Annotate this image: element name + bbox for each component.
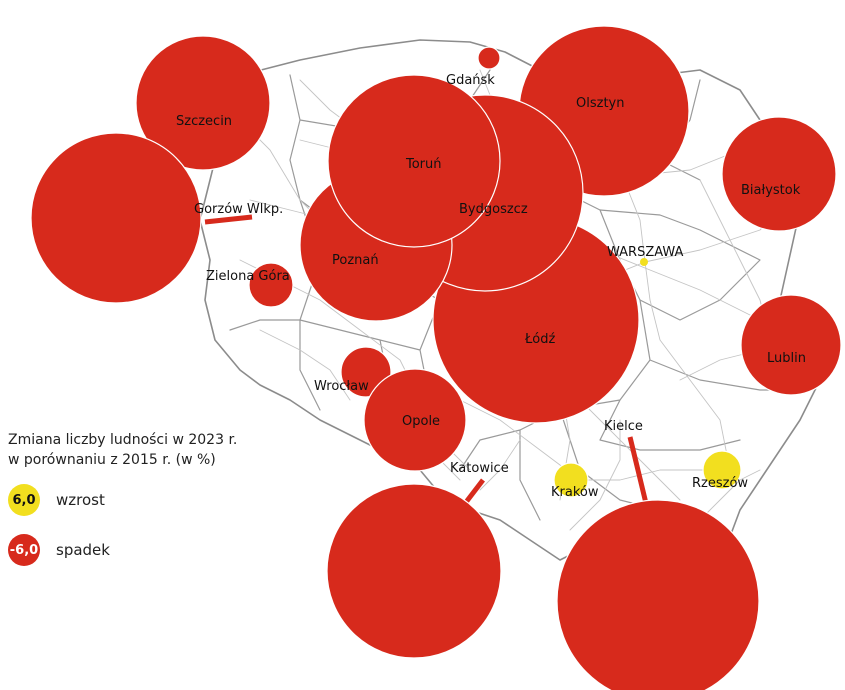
label-kielce: Kielce: [604, 419, 643, 434]
label-gorzow: Gorzów Wlkp.: [194, 202, 283, 217]
label-krakow: Kraków: [551, 485, 599, 500]
legend-row-increase: 6,0 wzrost: [8, 484, 328, 516]
label-lodz: Łódź: [524, 332, 556, 347]
label-rzeszow: Rzeszów: [692, 476, 748, 491]
legend-swatch-increase: 6,0: [8, 484, 40, 516]
label-lublin: Lublin: [767, 351, 806, 366]
bubble-gdansk[interactable]: [477, 46, 501, 70]
label-bydgoszcz: Bydgoszcz: [459, 202, 528, 217]
label-zielona-gora: Zielona Góra: [206, 269, 290, 284]
legend-label-decrease: spadek: [56, 541, 110, 559]
legend-row-decrease: -6,0 spadek: [8, 534, 328, 566]
legend-label-increase: wzrost: [56, 491, 105, 509]
bubble-opole[interactable]: [363, 368, 467, 472]
leader-gorzow: [204, 214, 253, 225]
legend-title-line1: Zmiana liczby ludności w 2023 r.: [8, 432, 238, 448]
bubble-gorzow[interactable]: [30, 132, 202, 304]
bubble-layer: [30, 25, 842, 690]
bubble-katowice[interactable]: [326, 483, 502, 659]
label-wroclaw: Wrocław: [314, 379, 369, 394]
label-poznan: Poznań: [332, 253, 379, 268]
bubble-lublin[interactable]: [740, 294, 842, 396]
label-opole: Opole: [402, 414, 440, 429]
city-labels: Gdańsk Szczecin Olsztyn Toruń Bydgoszcz …: [176, 73, 806, 500]
bubble-rzeszow[interactable]: [702, 450, 742, 490]
bubble-warszawa[interactable]: [640, 258, 648, 266]
bubble-kielce[interactable]: [556, 499, 760, 690]
bubble-krakow[interactable]: [553, 462, 589, 498]
label-gdansk: Gdańsk: [446, 73, 495, 88]
bubble-zielona-gora[interactable]: [248, 262, 294, 308]
bubble-szczecin[interactable]: [135, 35, 271, 171]
label-olsztyn: Olsztyn: [576, 96, 624, 111]
label-torun: Toruń: [405, 157, 442, 172]
label-bialystok: Białystok: [741, 183, 801, 198]
legend: Zmiana liczby ludności w 2023 r. w porów…: [8, 430, 328, 566]
legend-title-line2: w porównaniu z 2015 r. (w %): [8, 452, 216, 468]
label-szczecin: Szczecin: [176, 114, 232, 129]
legend-title: Zmiana liczby ludności w 2023 r. w porów…: [8, 430, 328, 470]
label-katowice: Katowice: [450, 461, 509, 476]
label-warszawa: WARSZAWA: [607, 245, 684, 260]
bubble-torun[interactable]: [327, 74, 501, 248]
legend-swatch-decrease: -6,0: [8, 534, 40, 566]
bubble-bialystok[interactable]: [721, 116, 837, 232]
